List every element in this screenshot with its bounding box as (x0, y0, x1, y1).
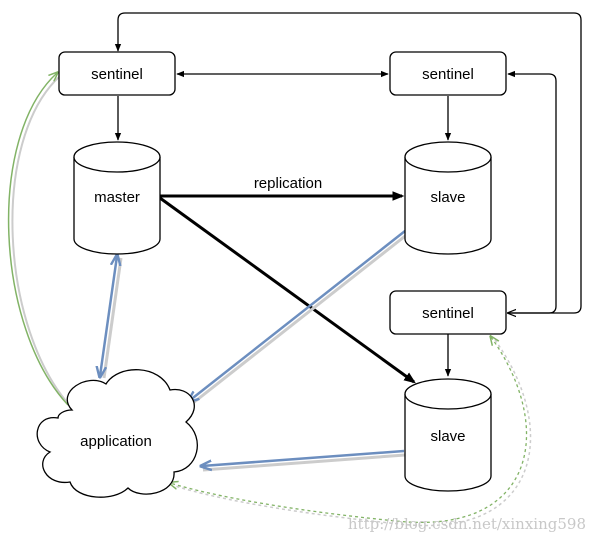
edge-slave-top-app (189, 230, 406, 401)
edge-app-sentinel (7, 73, 69, 406)
watermark: http://blog.csdn.net/xinxing598 (348, 515, 586, 533)
master-database: master (73, 141, 161, 255)
edge-app-sentinel-shadow (11, 75, 73, 409)
edge-outer-loop (114, 12, 582, 314)
replication-label: replication (254, 175, 322, 192)
edge-sentinel-right-connector (508, 74, 557, 313)
edge-app-master (100, 256, 117, 376)
sentinel-top-left-label: sentinel (91, 66, 143, 83)
sentinel-top-right-label: sentinel (422, 66, 474, 83)
slave-top-database: slave (404, 141, 492, 255)
application-label: application (80, 433, 152, 450)
edge-slave-top-app-shadow (192, 231, 410, 405)
edge-sentinel-app-dashed (170, 337, 528, 523)
edge-replication-to-slave-bottom (159, 196, 416, 384)
sentinel-mid-right-label: sentinel (422, 305, 474, 322)
application-cloud: application (36, 369, 198, 498)
slave-bottom-database: slave (404, 378, 492, 492)
sentinel-top-left: sentinel (58, 51, 176, 96)
slave-bottom-label: slave (430, 428, 465, 445)
slave-top-label: slave (430, 189, 465, 206)
sentinel-mid-right: sentinel (389, 290, 507, 335)
sentinel-top-right: sentinel (389, 51, 507, 96)
master-label: master (94, 189, 140, 206)
edge-sentinel-app-dashed-shadow (174, 339, 532, 527)
edge-app-master-shadow (102, 257, 123, 379)
